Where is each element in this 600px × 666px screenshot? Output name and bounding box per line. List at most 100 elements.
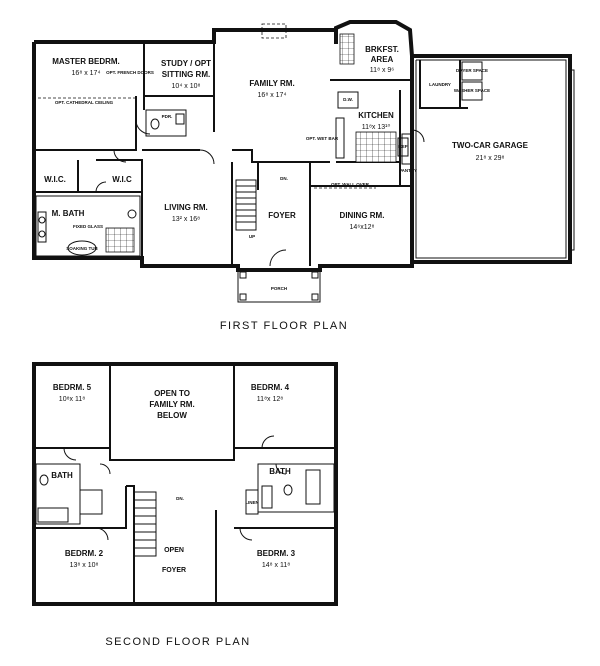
linen-box	[245, 489, 259, 515]
bath-right-vanity	[261, 485, 273, 509]
wic-left-label: W.I.C.	[44, 175, 66, 184]
laundry-label: LAUNDRY	[429, 82, 451, 87]
second-floor-outer-walls	[32, 362, 338, 606]
second-floor-plan: BEDRM. 5 10⁸x 11⁸ OPEN TO FAMILY RM. BEL…	[32, 362, 338, 648]
fixed-glass-label: FIXED GLASS	[73, 224, 103, 229]
first-floor-top-wall	[34, 28, 338, 44]
second-floor-dn-label: DN.	[176, 496, 184, 501]
study-size: 10⁴ x 10⁸	[172, 83, 201, 90]
bedroom4-label: BEDRM. 4	[251, 383, 290, 392]
door-swings	[95, 119, 425, 267]
garage-door-line	[570, 69, 575, 251]
laundry-walls	[419, 60, 468, 109]
first-floor-outer-walls	[32, 42, 414, 272]
living-room-label: LIVING RM.	[164, 203, 208, 212]
pdr-toilet-icon	[150, 118, 160, 130]
pantry-label: PANTRY	[399, 168, 417, 173]
bath-sink-icon	[38, 216, 46, 224]
family-living-wall	[141, 149, 330, 258]
bath-toilet-icon	[127, 209, 137, 219]
garage-size: 21⁸ x 29⁸	[476, 155, 505, 162]
bath-left-tub	[37, 507, 69, 523]
master-bath-area	[35, 195, 141, 257]
breakfast-bay	[334, 20, 414, 57]
opt-wall-over-label: OPT. WALL OVER	[331, 182, 370, 187]
first-floor-dn-label: DN.	[280, 176, 288, 181]
dryer-space-label: DRYER SPACE	[456, 68, 488, 73]
bath-right-label: BATH	[269, 467, 291, 476]
open-to-label-2: FAMILY RM.	[149, 400, 194, 409]
ref-label: REF	[399, 144, 408, 149]
bath-left-vanity	[79, 489, 103, 515]
open-foyer-label-2: FOYER	[162, 567, 186, 574]
stairs-second-floor	[133, 491, 157, 557]
bedroom2-size: 13⁸ x 10⁸	[70, 562, 99, 569]
kitchen-label: KITCHEN	[358, 111, 394, 120]
porch	[237, 269, 321, 303]
bath-right-toilet-icon	[283, 484, 293, 496]
kitchen-island	[337, 91, 359, 109]
kitchen-floor-tile	[355, 131, 397, 163]
soaking-tub-icon	[67, 240, 97, 256]
living-room-size: 13² x 16⁸	[172, 216, 200, 223]
master-bath-label: M. BATH	[52, 209, 85, 218]
chimney	[261, 23, 287, 39]
second-floor-hall-walls	[34, 485, 337, 604]
washer-space-label: WASHER SPACE	[454, 88, 490, 93]
family-room-size: 16⁸ x 17⁴	[258, 92, 287, 99]
pdr-sink-icon	[175, 113, 185, 125]
porch-label: PORCH	[271, 286, 287, 291]
dw-label: D.W.	[343, 97, 353, 102]
kitchen-counter	[335, 117, 345, 159]
dryer-box	[461, 61, 483, 81]
breakfast-label-2: AREA	[371, 55, 394, 64]
garage-walls	[412, 54, 572, 264]
wic-right-label: W.I.C	[112, 175, 132, 184]
master-bedroom-label: MASTER BEDRM.	[52, 57, 120, 66]
first-floor-plan: MASTER BEDRM. 16⁸ x 17⁴ STUDY / OPT SITT…	[32, 20, 575, 332]
bath-sink-icon-2	[38, 230, 46, 238]
bath-left-toilet-icon	[39, 474, 49, 486]
bedroom2-label: BEDRM. 2	[65, 549, 104, 558]
master-bedroom-size: 16⁸ x 17⁴	[72, 70, 101, 77]
second-floor-door-swings	[63, 435, 287, 541]
bedroom4-size: 11⁸x 12⁸	[257, 396, 283, 403]
open-to-family-room	[109, 363, 235, 461]
pantry-box	[401, 133, 413, 165]
dining-room-label: DINING RM.	[340, 211, 385, 220]
family-room-label: FAMILY RM.	[249, 79, 294, 88]
garage-inner-walls	[415, 59, 567, 259]
kitchen-size: 11⁸x 13¹⁰	[362, 123, 391, 131]
powder-room	[145, 109, 187, 137]
opt-wet-bar-label: OPT. WET BAR	[306, 136, 339, 141]
first-floor-title: FIRST FLOOR PLAN	[220, 320, 348, 332]
bedroom3-label: BEDRM. 3	[257, 549, 296, 558]
foyer-label: FOYER	[268, 211, 296, 220]
bedroom5-label: BEDRM. 5	[53, 383, 92, 392]
second-floor-title: SECOND FLOOR PLAN	[105, 636, 250, 648]
breakfast-size: 11⁸ x 9⁶	[370, 67, 395, 74]
breakfast-tile	[339, 33, 355, 65]
opt-cathedral-label: OPT. CATHEDRAL CEILING	[55, 100, 114, 105]
foyer-walls	[231, 162, 311, 266]
refrigerator	[397, 137, 409, 157]
study-label-2: SITTING RM.	[162, 70, 210, 79]
open-foyer-label-1: OPEN	[164, 547, 184, 554]
bath-vanity	[37, 211, 47, 243]
bath-left-label: BATH	[51, 471, 73, 480]
garage-label: TWO-CAR GARAGE	[452, 141, 529, 150]
soaking-tub-label: SOAKING TUB	[66, 246, 98, 251]
first-floor-up-label: UP	[249, 234, 255, 239]
open-to-label-1: OPEN TO	[154, 389, 190, 398]
opt-french-doors-label: OPT. FRENCH DOORS	[106, 70, 154, 75]
bedroom3-size: 14⁸ x 11⁸	[262, 562, 290, 569]
bedroom5-size: 10⁸x 11⁸	[59, 396, 85, 403]
bath-right-box	[257, 463, 335, 513]
study-label: STUDY / OPT	[161, 59, 211, 68]
bath-right-tub	[305, 469, 321, 505]
dining-room-size: 14⁶x12⁸	[350, 224, 375, 231]
breakfast-label: BRKFST.	[365, 45, 399, 54]
stairs-first-floor	[235, 179, 257, 231]
pdr-label: PDR.	[162, 114, 173, 119]
